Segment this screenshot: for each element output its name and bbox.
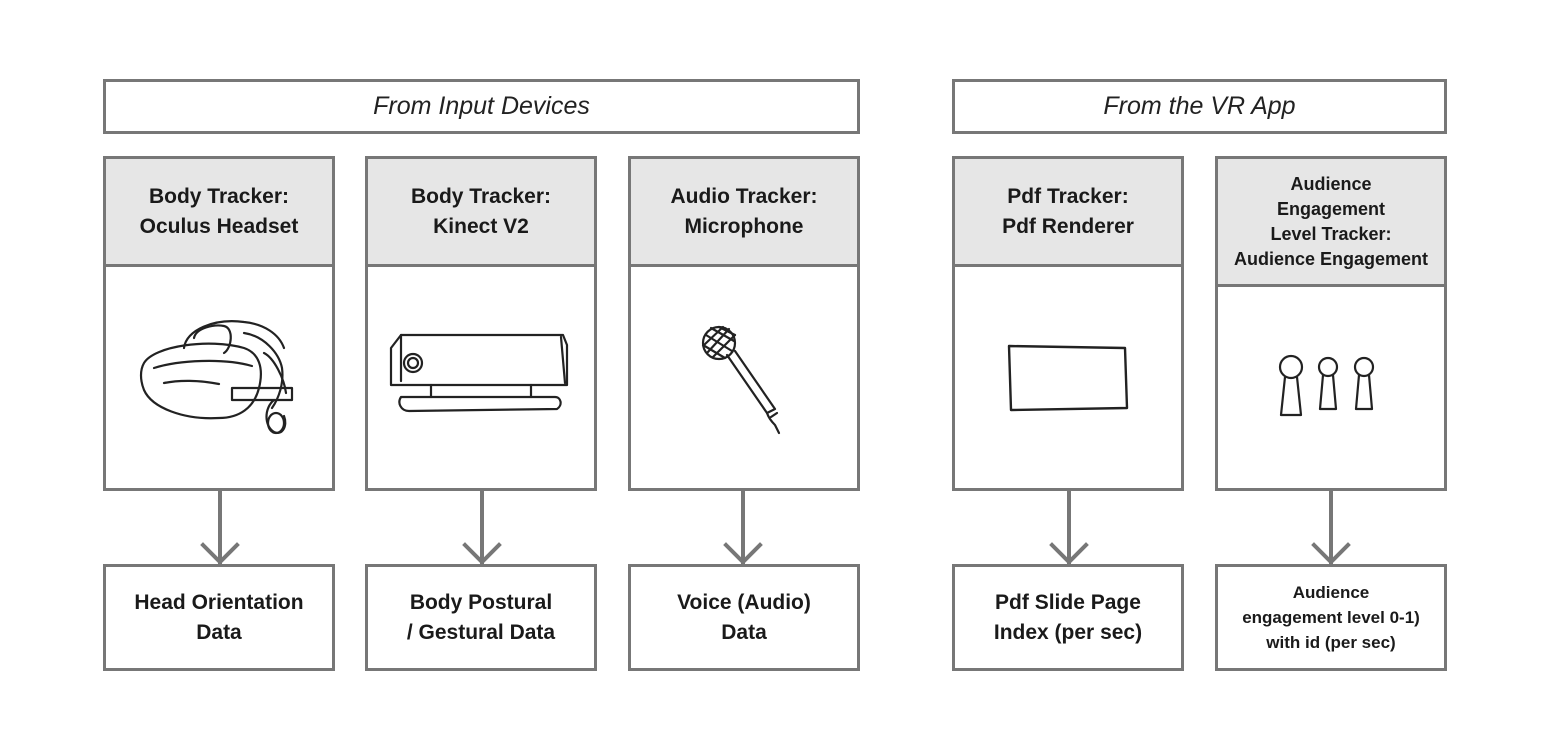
tracker-title: Pdf Tracker: Pdf Renderer <box>955 159 1181 267</box>
output-voice-audio: Voice (Audio) Data <box>628 564 860 671</box>
output-body-postural: Body Postural / Gestural Data <box>365 564 597 671</box>
audience-figure <box>1278 354 1304 416</box>
group-header-label: From Input Devices <box>373 92 590 120</box>
kinect-sensor-icon <box>389 333 569 412</box>
tracker-card-oculus: Body Tracker: Oculus Headset <box>103 156 335 491</box>
tracker-title: Audience Engagement Level Tracker: Audie… <box>1218 159 1444 287</box>
arrow-microphone <box>723 488 763 565</box>
tracker-image <box>955 267 1181 488</box>
audience-figures-icon <box>1278 354 1375 416</box>
arrow-oculus <box>200 488 240 565</box>
audience-figure <box>1353 356 1375 410</box>
tracker-card-microphone: Audio Tracker: Microphone <box>628 156 860 491</box>
tracker-image <box>631 267 857 488</box>
tracker-card-audience: Audience Engagement Level Tracker: Audie… <box>1215 156 1447 491</box>
tracker-title: Body Tracker: Oculus Headset <box>106 159 332 267</box>
tracker-card-kinect: Body Tracker: Kinect V2 <box>365 156 597 491</box>
tracker-title: Audio Tracker: Microphone <box>631 159 857 267</box>
group-header-input-devices: From Input Devices <box>103 79 860 134</box>
tracker-card-pdf: Pdf Tracker: Pdf Renderer <box>952 156 1184 491</box>
output-audience-engagement: Audience engagement level 0-1) with id (… <box>1215 564 1447 671</box>
output-head-orientation: Head Orientation Data <box>103 564 335 671</box>
vr-headset-icon <box>139 319 294 434</box>
tracker-image <box>368 267 594 488</box>
tracker-image <box>106 267 332 488</box>
group-header-label: From the VR App <box>1103 92 1296 120</box>
arrow-pdf <box>1049 488 1089 565</box>
arrow-audience <box>1311 488 1351 565</box>
audience-figure <box>1317 356 1339 410</box>
arrow-kinect <box>462 488 502 565</box>
tracker-title: Body Tracker: Kinect V2 <box>368 159 594 267</box>
microphone-icon <box>701 325 781 434</box>
tracker-image <box>1218 287 1444 488</box>
slide-screen-icon <box>1007 344 1129 411</box>
group-header-vr-app: From the VR App <box>952 79 1447 134</box>
output-pdf-slide-index: Pdf Slide Page Index (per sec) <box>952 564 1184 671</box>
